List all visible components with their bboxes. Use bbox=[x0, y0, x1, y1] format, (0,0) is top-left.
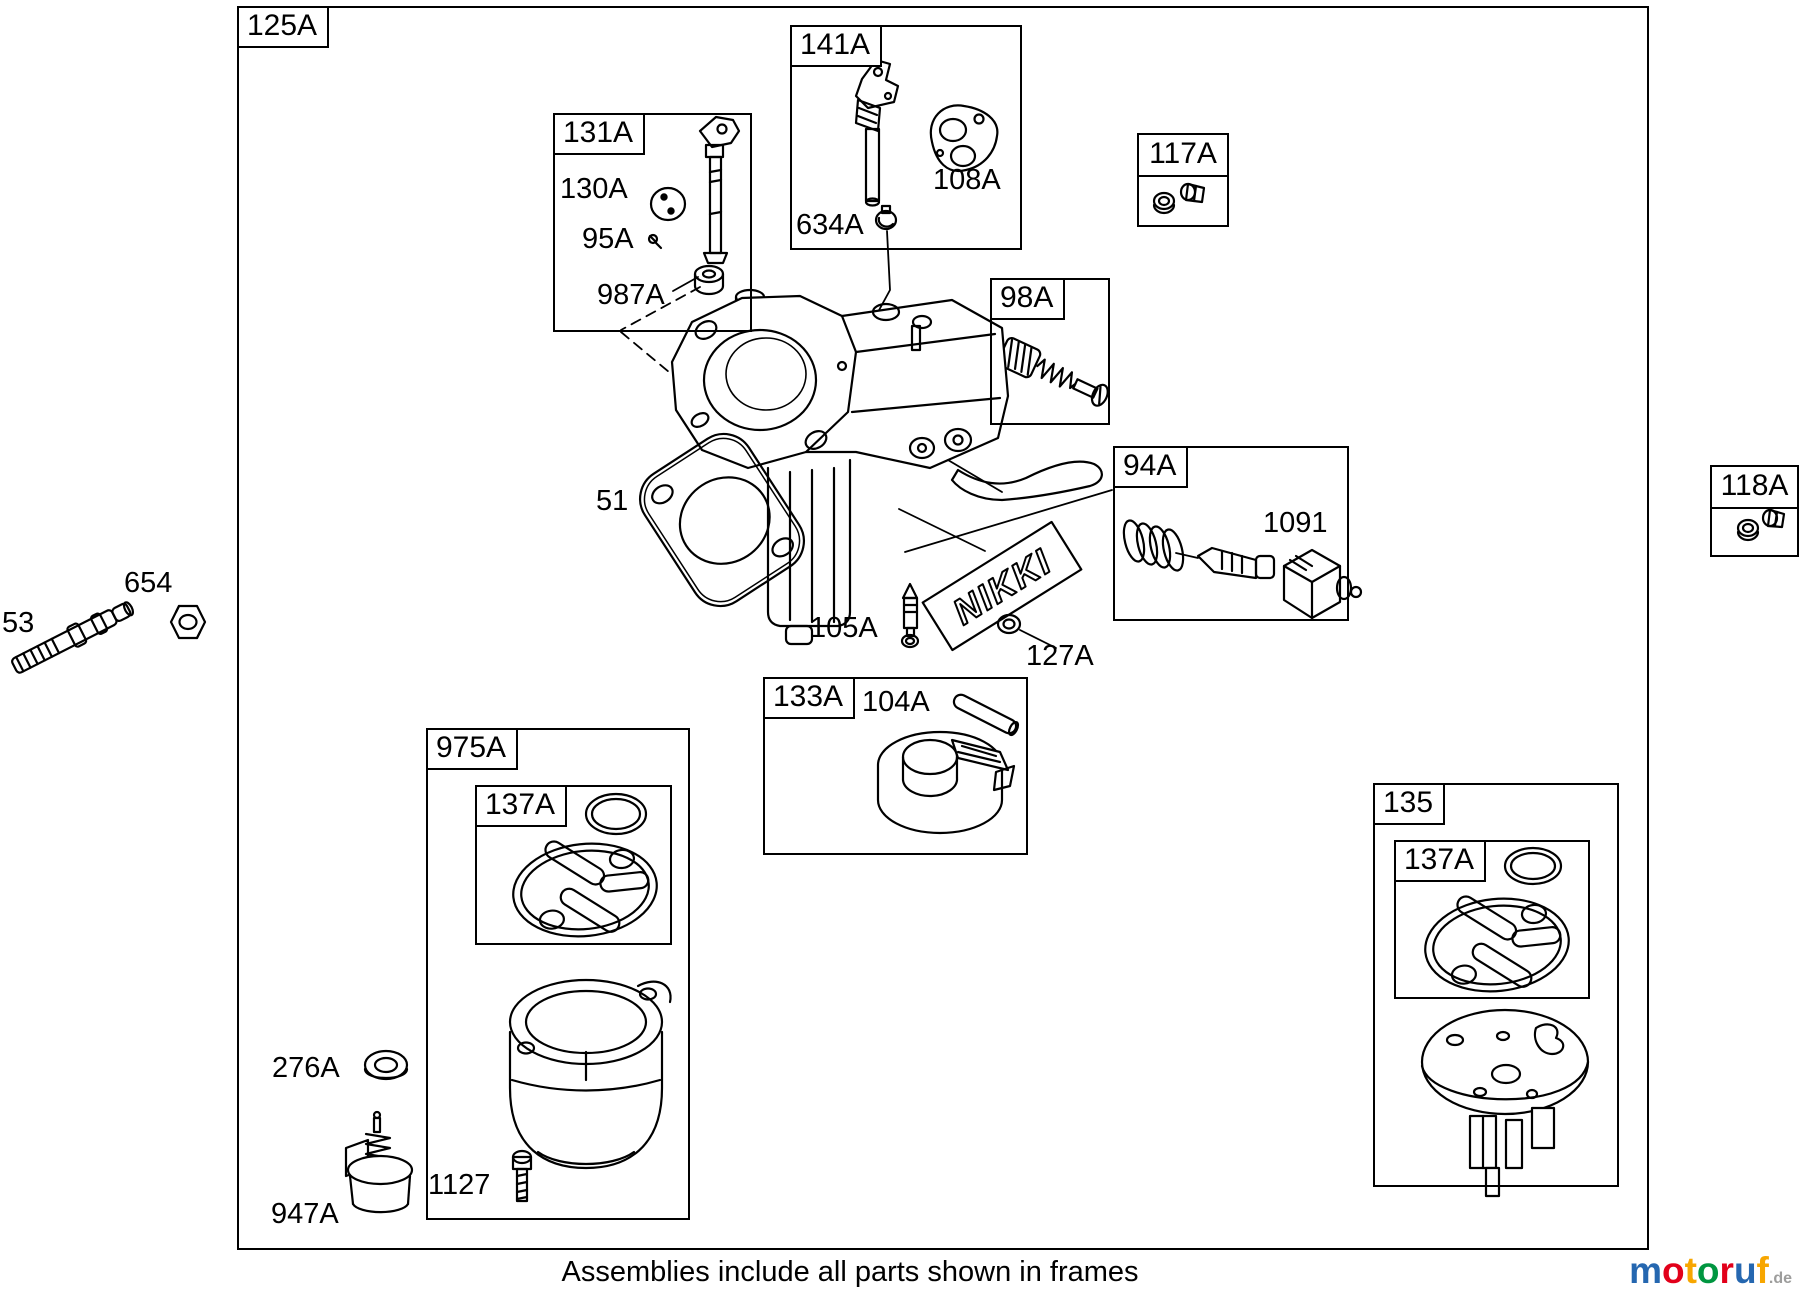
frame-118a: 118A bbox=[1710, 465, 1799, 557]
part-label-130a: 130A bbox=[560, 173, 628, 205]
frame-133a: 133A bbox=[763, 677, 1028, 855]
part-label-95a: 95A bbox=[582, 223, 634, 255]
nut-654-art bbox=[169, 604, 207, 640]
frame-125a: 125A bbox=[237, 6, 1649, 1250]
frame-94a-label: 94A bbox=[1113, 446, 1189, 488]
part-label-104a: 104A bbox=[862, 686, 930, 718]
frame-137a-right-label: 137A bbox=[1394, 840, 1487, 882]
needle-valve-kit-art bbox=[1122, 519, 1363, 620]
float-kit-art bbox=[876, 693, 1020, 835]
part-label-1091: 1091 bbox=[1263, 507, 1328, 539]
frame-133a-label: 133A bbox=[763, 677, 856, 719]
frame-118a-label: 118A bbox=[1712, 467, 1797, 509]
frame-131a: 131A bbox=[553, 113, 752, 332]
frame-94a: 94A bbox=[1113, 446, 1349, 621]
frame-135-label: 135 bbox=[1373, 783, 1446, 825]
part-label-1127: 1127 bbox=[428, 1169, 491, 1201]
logo-letter: o bbox=[1661, 1250, 1685, 1291]
part-label-634a: 634A bbox=[796, 209, 864, 241]
frame-137a-left-label: 137A bbox=[475, 785, 568, 827]
bowl-kit-art bbox=[344, 792, 672, 1214]
pump-kit-art bbox=[1418, 846, 1590, 1198]
frame-141a: 141A bbox=[790, 25, 1022, 250]
gasket-51-art bbox=[639, 432, 805, 608]
part-label-654: 654 bbox=[124, 567, 173, 599]
logo-letter: m bbox=[1629, 1250, 1662, 1291]
part-label-51: 51 bbox=[596, 485, 629, 517]
part-label-276a: 276A bbox=[272, 1052, 340, 1084]
frame-137a-left: 137A bbox=[475, 785, 672, 945]
part-label-105a: 105A bbox=[810, 612, 878, 644]
logo-letter: f bbox=[1756, 1250, 1769, 1291]
part-label-947a: 947A bbox=[271, 1198, 339, 1230]
logo-letter: t bbox=[1684, 1250, 1697, 1291]
frame-98a: 98A bbox=[990, 278, 1110, 425]
leader-lines bbox=[898, 489, 1113, 553]
logo-letter: r bbox=[1719, 1250, 1734, 1291]
frame-137a-right: 137A bbox=[1394, 840, 1590, 999]
part-label-108a: 108A bbox=[933, 164, 1001, 196]
part-label-127a: 127A bbox=[1026, 640, 1094, 672]
frame-975a: 975A bbox=[426, 728, 690, 1220]
carburetor-body-art bbox=[670, 288, 1103, 646]
stud-53-art bbox=[11, 601, 135, 674]
throttle-shaft-kit-art bbox=[620, 115, 741, 398]
washer-127a-art bbox=[996, 613, 1057, 649]
logo-letter: o bbox=[1696, 1250, 1720, 1291]
frame-117a: 117A bbox=[1137, 133, 1229, 227]
frame-131a-label: 131A bbox=[553, 113, 646, 155]
watermark-logo: motoruf.de bbox=[1629, 1250, 1792, 1292]
frame-125a-label: 125A bbox=[237, 6, 330, 48]
needle-105a-art bbox=[900, 582, 920, 649]
frame-975a-label: 975A bbox=[426, 728, 519, 770]
frame-117a-label: 117A bbox=[1139, 135, 1227, 177]
kit-117a-art bbox=[1152, 182, 1206, 215]
logo-letter: u bbox=[1733, 1250, 1757, 1291]
part-label-987a: 987A bbox=[597, 279, 665, 311]
frame-141a-label: 141A bbox=[790, 25, 883, 67]
frame-135: 135 bbox=[1373, 783, 1619, 1187]
part-label-53: 53 bbox=[2, 607, 35, 639]
kit-118a-art bbox=[1736, 508, 1786, 542]
frame-98a-label: 98A bbox=[990, 278, 1066, 320]
diagram-caption: Assemblies include all parts shown in fr… bbox=[561, 1256, 1139, 1288]
logo-suffix: .de bbox=[1768, 1270, 1792, 1287]
